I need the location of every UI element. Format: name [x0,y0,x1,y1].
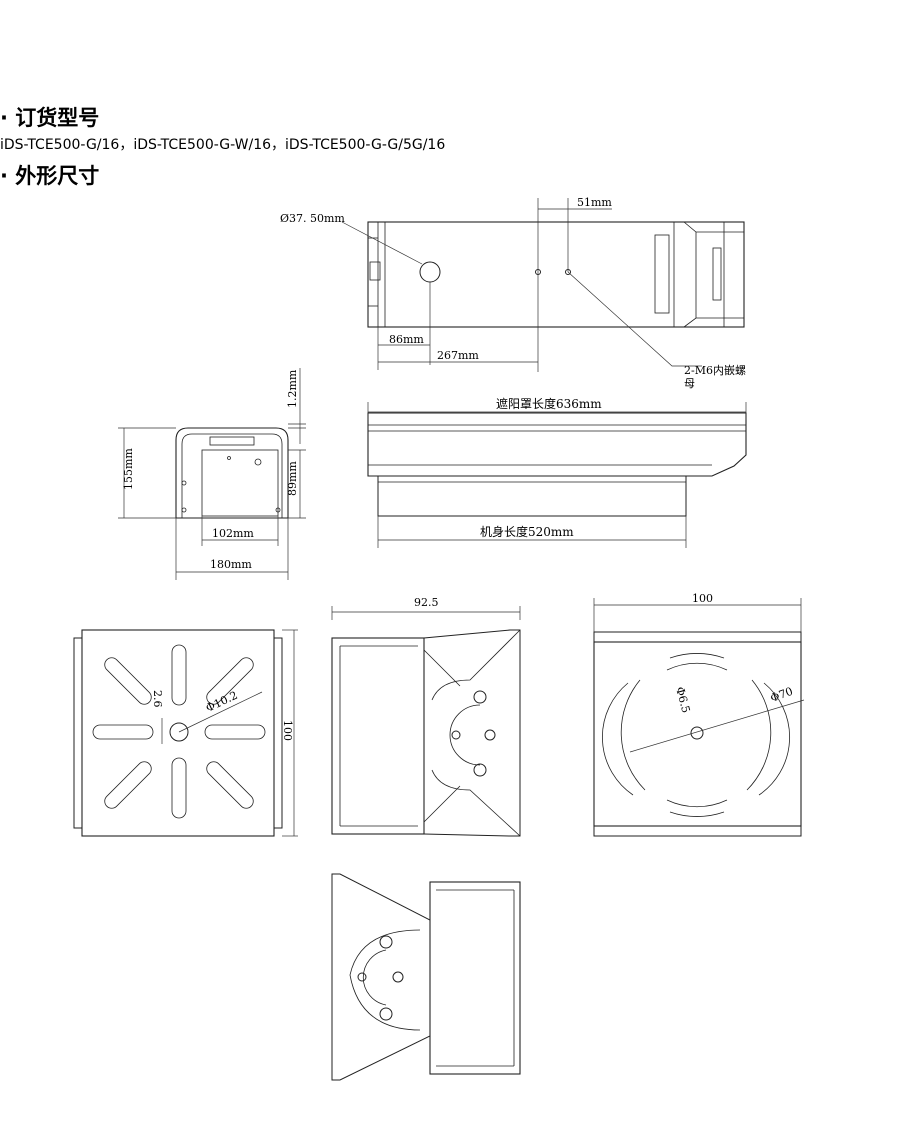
label-phi-6-5: Φ6.5 [673,685,692,714]
bracket-bottom-view [331,873,521,1081]
heading-title-ordering: 订货型号 [15,106,100,130]
dim-180 [175,518,289,580]
label-102: 102mm [212,527,254,540]
heading-bullet: · [0,106,8,130]
label-100-top: 100 [692,592,713,605]
bracket-plate-view [73,629,298,837]
label-body-length: 机身长度520mm [480,524,574,539]
dim-155 [118,427,176,519]
label-phi-10-2: Φ10.2 [204,689,240,715]
dim-86-267 [377,282,538,370]
dim-89 [288,449,306,519]
diameter-leader [341,221,423,265]
top-view-housing [367,221,745,328]
label-2-6: 2.6 [151,690,164,708]
front-view-housing [175,427,289,519]
heading-bullet: · [0,164,8,188]
cable-hole [419,261,441,283]
label-phi-70: Φ70 [769,685,795,705]
dim-636 [367,402,747,420]
label-267: 267mm [437,349,479,362]
label-180: 180mm [210,558,252,571]
dim-51 [537,198,612,372]
dim-1-2 [288,368,306,444]
bracket-arm-view [331,606,521,837]
label-89: 89mm [286,461,299,496]
heading-title-dimensions: 外形尺寸 [15,164,100,188]
label-86: 86mm [389,333,424,346]
mount-leader [567,271,702,367]
model-list: iDS-TCE500-G/16，iDS-TCE500-G-W/16，iDS-TC… [0,137,446,153]
section-heading-ordering: · 订货型号 [0,106,99,130]
label-shade-length: 遮阳罩长度636mm [496,396,602,411]
bracket-arc-view [593,598,805,837]
label-diameter-37: Ø37. 50mm [280,212,345,225]
label-m6-line2: 母 [684,377,695,390]
side-view-housing [367,412,747,517]
label-92-5: 92.5 [414,596,439,609]
label-155: 155mm [122,448,135,490]
label-1-2: 1.2mm [286,369,299,408]
label-51: 51mm [577,196,612,209]
label-m6-line1: 2-M6内嵌螺 [684,363,746,377]
section-heading-dimensions: · 外形尺寸 [0,164,99,188]
dim-102 [201,516,279,546]
dim-520 [377,516,687,548]
label-100-side: 100 [281,720,294,741]
